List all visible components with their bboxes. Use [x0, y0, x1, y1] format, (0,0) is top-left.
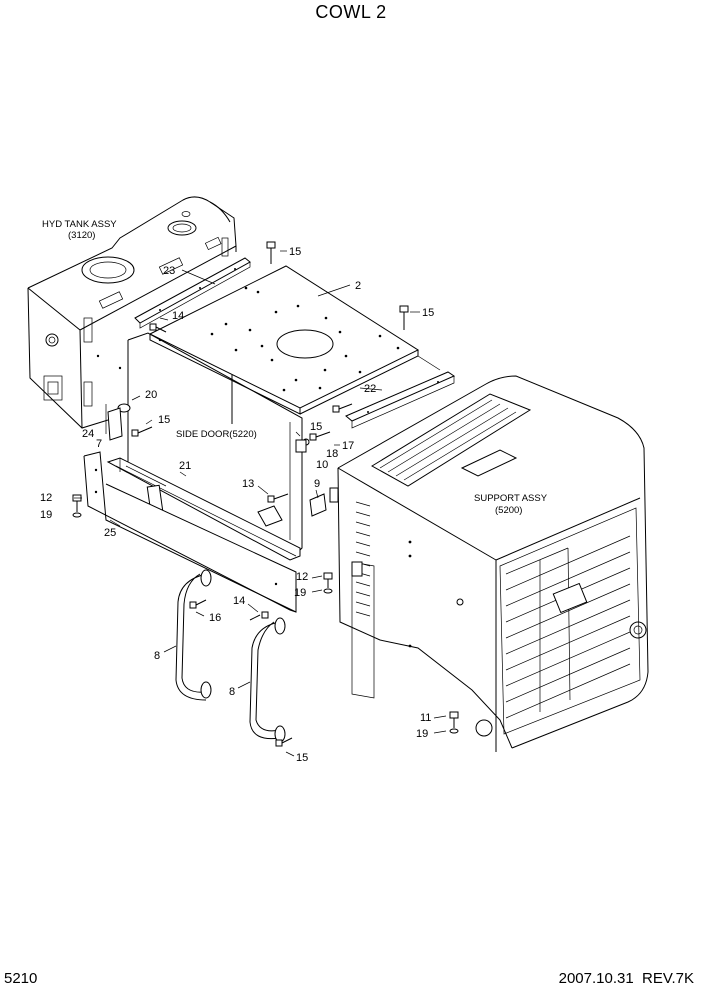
callout-numbers: 15 15 15 15 15 2 23 14 14 20 24 7 22 17 … [40, 246, 434, 764]
callout-14: 14 [172, 310, 184, 322]
callout-15: 15 [310, 421, 322, 433]
part-labels: HYD TANK ASSY (3120) SIDE DOOR(5220) SUP… [42, 219, 548, 516]
bracket-22 [345, 371, 456, 429]
callout-7: 7 [96, 438, 102, 450]
callout-2: 2 [355, 280, 361, 292]
support-assembly [329, 375, 649, 752]
top-plate-2 [148, 265, 441, 415]
callout-19: 19 [294, 587, 306, 599]
callout-15: 15 [422, 307, 434, 319]
callout-12: 12 [296, 571, 308, 583]
callout-11: 11 [420, 712, 431, 724]
callout-10: 10 [316, 459, 328, 471]
label-hyd-tank-code: (3120) [68, 230, 95, 241]
handle-8-left [175, 569, 212, 701]
page-number: 5210 [4, 970, 38, 987]
bracket-23 [134, 257, 251, 329]
callout-24: 24 [82, 428, 94, 440]
page-title: COWL 2 [315, 2, 387, 22]
callout-23: 23 [163, 265, 175, 277]
label-side-door: SIDE DOOR(5220) [176, 429, 257, 440]
revision-date: 2007.10.31 REV.7K [558, 970, 694, 987]
callout-21: 21 [179, 460, 191, 472]
callout-9: 9 [314, 478, 320, 490]
callout-25: 25 [104, 527, 116, 539]
callout-14: 14 [233, 595, 245, 607]
callout-8: 8 [154, 650, 160, 662]
callout-16: 16 [209, 612, 221, 624]
callout-15: 15 [296, 752, 308, 764]
callout-20: 20 [145, 389, 157, 401]
fasteners [72, 241, 459, 747]
callout-15: 15 [289, 246, 301, 258]
label-hyd-tank: HYD TANK ASSY [42, 219, 117, 230]
leader-lines [74, 250, 447, 757]
callout-17: 17 [342, 440, 354, 452]
callout-13: 13 [242, 478, 254, 490]
callout-15: 15 [158, 414, 170, 426]
label-support-assy: SUPPORT ASSY [474, 493, 548, 504]
bracket-25 [83, 451, 297, 613]
callout-22: 22 [364, 383, 376, 395]
handle-8-right [249, 617, 286, 743]
callout-19: 19 [40, 509, 52, 521]
callout-18: 18 [326, 448, 338, 460]
callout-12: 12 [40, 492, 52, 504]
callout-19: 19 [416, 728, 428, 740]
hyd-tank-assembly [27, 196, 237, 429]
label-support-assy-code: (5200) [495, 505, 522, 516]
callout-8: 8 [229, 686, 235, 698]
